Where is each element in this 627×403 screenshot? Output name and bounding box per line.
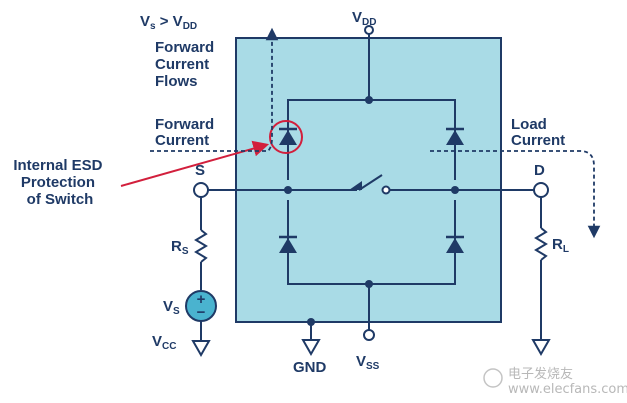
- drain-pin: [533, 182, 549, 198]
- esd-callout-label: Internal ESD Protection of Switch: [13, 157, 106, 208]
- voltage-source-plus: +: [197, 291, 206, 308]
- vdd-pin: [364, 25, 374, 35]
- gnd-symbol: [301, 339, 321, 357]
- load-current-arrow: [430, 150, 601, 239]
- watermark-logo-icon: [483, 368, 503, 388]
- watermark: 电子发烧友 www.elecfans.com: [483, 366, 627, 397]
- vss-label: VSS: [356, 353, 380, 372]
- switch-contact: [381, 185, 391, 195]
- esd-diode-bottom-left: [279, 235, 297, 253]
- source-resistor: [194, 229, 208, 263]
- vss-pin: [363, 329, 375, 341]
- switch-control-triangle: [349, 181, 362, 190]
- esd-diode-bottom-right: [446, 235, 464, 253]
- gnd-label: GND: [293, 359, 327, 376]
- load-ground-symbol: [531, 339, 551, 357]
- svg-text:电子发烧友: 电子发烧友: [508, 366, 573, 382]
- drain-junction-dot: [451, 186, 459, 194]
- rl-label: RL: [552, 236, 569, 255]
- drain-pin-label: D: [534, 162, 545, 179]
- vdd-label: VDD: [352, 9, 376, 28]
- esd-diode-top-right: [446, 127, 464, 145]
- source-junction-dot: [284, 186, 292, 194]
- vcc-label: VCC: [152, 333, 176, 352]
- load-current-label: Load Current: [511, 116, 565, 149]
- condition-label: Vs > VDD: [140, 13, 197, 32]
- forward-current-flows-label: Forward Current Flows: [155, 39, 218, 90]
- source-pin-label: S: [195, 162, 205, 179]
- vs-label: VS: [163, 298, 180, 317]
- load-resistor: [534, 227, 548, 261]
- voltage-source-minus: −: [197, 304, 206, 321]
- esd-diode-top-left: [279, 127, 297, 145]
- source-pin: [193, 182, 209, 198]
- esd-highlight-circle: [269, 120, 303, 154]
- vss-junction-dot: [365, 280, 373, 288]
- signal-path: [208, 174, 534, 191]
- rs-label: RS: [171, 238, 189, 257]
- vcc-ground-symbol: [191, 340, 211, 358]
- vdd-junction-dot: [365, 96, 373, 104]
- svg-text:www.elecfans.com: www.elecfans.com: [508, 382, 627, 397]
- forward-current-label: Forward Current: [155, 116, 218, 149]
